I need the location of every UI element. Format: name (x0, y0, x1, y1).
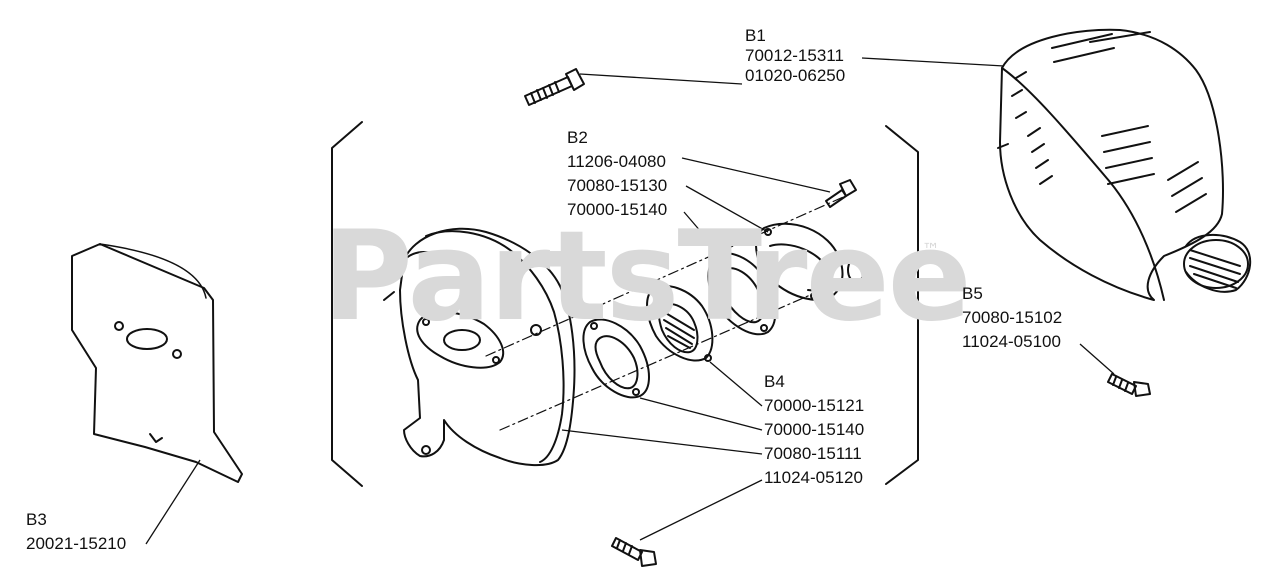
heat-shield-plate (71, 243, 243, 483)
assembly-axis (485, 193, 851, 431)
leader-b2-screw (681, 157, 831, 193)
leader-b4-screw (639, 479, 763, 541)
screw-b1 (524, 68, 585, 106)
group-ref-b3: B3 (26, 510, 47, 529)
outlet-cap (755, 222, 866, 302)
group-ref-b1: B1 (745, 26, 766, 45)
leader-b1-screw (579, 73, 743, 85)
leader-b4-body (561, 429, 763, 455)
leader-b1-cover (861, 57, 1005, 67)
leader-b4-baffle (709, 361, 763, 407)
part-01020-06250[interactable]: 01020-06250 (745, 66, 846, 85)
screw-b4-bottom (611, 537, 657, 567)
leader-b2-gasket (683, 211, 721, 255)
part-70080-15111[interactable]: 70080-15111 (764, 444, 862, 463)
trademark-symbol: ™ (922, 240, 940, 261)
screw-b2 (825, 179, 857, 208)
part-20021-15210[interactable]: 20021-15210 (26, 534, 127, 553)
part-70000-15121[interactable]: 70000-15121 (764, 396, 865, 415)
part-70000-15140-b2[interactable]: 70000-15140 (567, 200, 668, 219)
muffler-cover (997, 28, 1252, 301)
leader-b3 (145, 459, 201, 545)
part-11024-05100[interactable]: 11024-05100 (962, 332, 1061, 351)
part-11206-04080[interactable]: 11206-04080 (567, 152, 666, 171)
part-11024-05120[interactable]: 11024-05120 (764, 468, 863, 487)
screw-b5 (1107, 373, 1151, 397)
gasket-b2 (707, 252, 777, 336)
muffler-body (383, 227, 576, 466)
partstree-watermark: PartsTree (322, 205, 972, 349)
group-ref-b5: B5 (962, 284, 983, 303)
right-bracket (885, 125, 919, 485)
part-70080-15130[interactable]: 70080-15130 (567, 176, 668, 195)
group-b5: B5 70080-15102 11024-05100 (962, 282, 1062, 354)
group-b2: B2 11206-04080 70080-15130 70000-15140 (567, 126, 667, 222)
part-70000-15140-b4[interactable]: 70000-15140 (764, 420, 865, 439)
group-b1: B1 70012-15311 01020-06250 (745, 26, 845, 86)
leader-b5-screw (1079, 343, 1115, 375)
screen-baffle (646, 284, 714, 362)
group-ref-b2: B2 (567, 128, 588, 147)
gasket-b4 (582, 318, 650, 399)
group-b3: B3 20021-15210 (26, 508, 126, 556)
group-b4: B4 70000-15121 70000-15140 70080-15111 1… (764, 370, 864, 490)
leader-b4-gasket (639, 397, 763, 431)
leader-b2-cap (685, 185, 769, 233)
left-bracket (331, 121, 363, 487)
group-ref-b4: B4 (764, 372, 785, 391)
part-70080-15102[interactable]: 70080-15102 (962, 308, 1063, 327)
part-70012-15311[interactable]: 70012-15311 (745, 46, 844, 65)
